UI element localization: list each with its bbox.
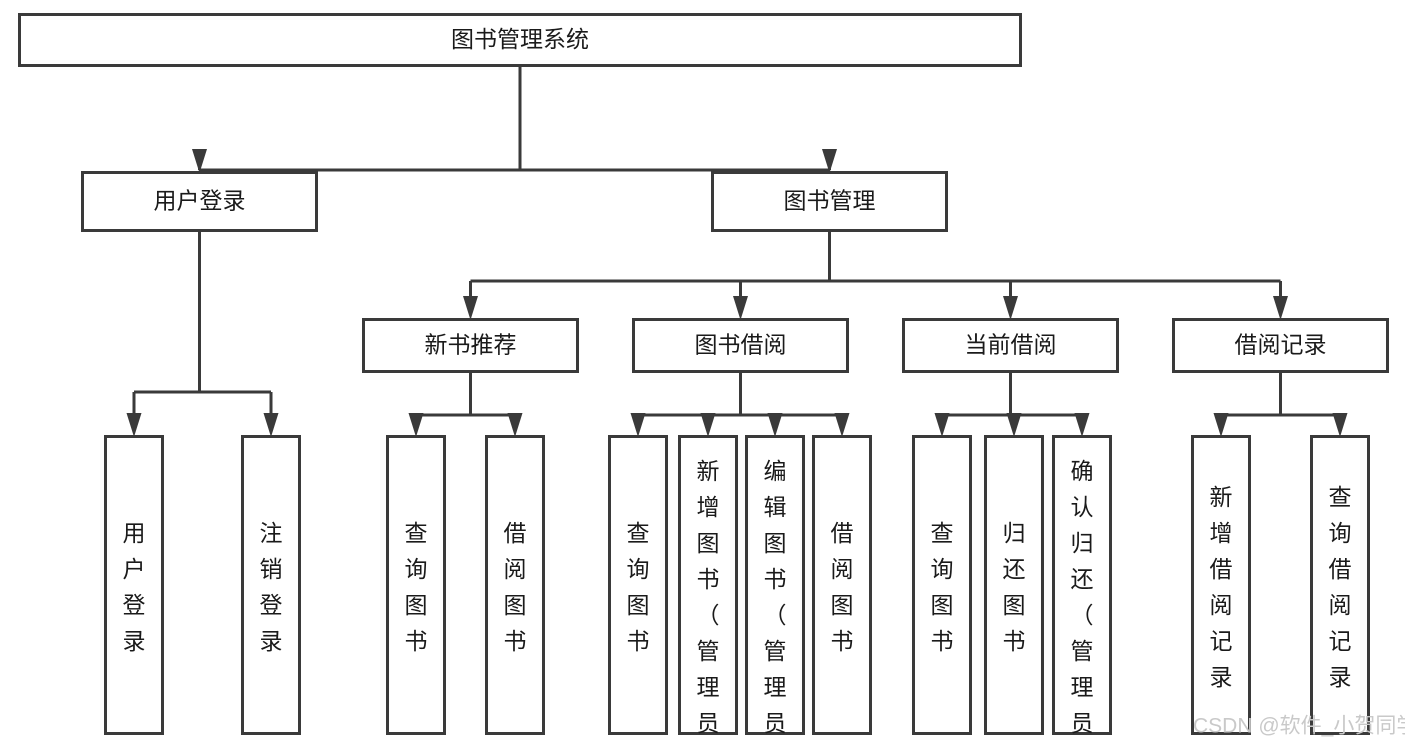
node-leaf-new-1[interactable]: 查询图书 <box>386 435 446 735</box>
node-borrow[interactable]: 图书借阅 <box>632 318 849 373</box>
node-leaf-cur-1[interactable]: 查询图书 <box>912 435 972 735</box>
node-label: 借阅图书 <box>831 520 854 654</box>
nodes-layer: 图书管理系统用户登录图书管理新书推荐图书借阅当前借阅借阅记录用户登录注销登录查询… <box>18 13 1389 747</box>
edge-group-records <box>1213 373 1348 437</box>
node-label: 当前借阅 <box>965 332 1057 358</box>
node-leaf-login-1[interactable]: 用户登录 <box>104 435 164 735</box>
node-leaf-new-2[interactable]: 借阅图书 <box>485 435 545 735</box>
node-label: 用户登录 <box>154 188 246 214</box>
node-label: 借阅记录 <box>1235 332 1327 358</box>
node-leaf-borrow-3[interactable]: 编辑图书（管理员） <box>745 435 805 747</box>
edge-group-bookmgmt <box>463 232 1288 320</box>
edge-group-login <box>126 232 279 437</box>
edge-group-newbook <box>408 373 523 437</box>
node-label: 查询图书 <box>931 520 954 654</box>
node-records[interactable]: 借阅记录 <box>1172 318 1389 373</box>
node-bookmgmt[interactable]: 图书管理 <box>711 171 948 232</box>
node-leaf-rec-1[interactable]: 新增借阅记录 <box>1191 435 1251 735</box>
node-label: 查询图书 <box>405 520 428 654</box>
node-label: 归还图书 <box>1003 520 1026 654</box>
edge-group-current <box>934 373 1090 437</box>
node-label: 查询借阅记录 <box>1329 484 1352 690</box>
node-leaf-cur-2[interactable]: 归还图书 <box>984 435 1044 735</box>
node-label: 新增借阅记录 <box>1210 484 1233 690</box>
node-label: 注销登录 <box>260 520 283 654</box>
node-leaf-borrow-4[interactable]: 借阅图书 <box>812 435 872 735</box>
node-current[interactable]: 当前借阅 <box>902 318 1119 373</box>
edge-group-borrow <box>630 373 850 437</box>
node-login[interactable]: 用户登录 <box>81 171 318 232</box>
node-newbook[interactable]: 新书推荐 <box>362 318 579 373</box>
node-label: 用户登录 <box>123 520 146 654</box>
node-label: 图书借阅 <box>695 332 787 358</box>
node-label: 查询图书 <box>627 520 650 654</box>
node-leaf-borrow-2[interactable]: 新增图书（管理员） <box>678 435 738 747</box>
edges-layer <box>126 67 1348 437</box>
node-leaf-cur-3[interactable]: 确认归还（管理员） <box>1052 435 1112 747</box>
node-root[interactable]: 图书管理系统 <box>18 13 1022 67</box>
node-leaf-rec-2[interactable]: 查询借阅记录 <box>1310 435 1370 735</box>
node-leaf-login-2[interactable]: 注销登录 <box>241 435 301 735</box>
node-label: 确认归还（管理员） <box>1071 458 1094 747</box>
node-leaf-borrow-1[interactable]: 查询图书 <box>608 435 668 735</box>
node-label: 新书推荐 <box>425 332 517 358</box>
node-label: 借阅图书 <box>504 520 527 654</box>
node-label: 图书管理 <box>784 188 876 214</box>
node-label: 图书管理系统 <box>451 26 589 52</box>
node-label: 编辑图书（管理员） <box>764 458 787 747</box>
edge-group-root <box>192 67 837 173</box>
csdn-watermark: CSDN @软件_小贺同学 <box>1193 715 1405 738</box>
watermark-layer: CSDN @软件_小贺同学 <box>1193 715 1405 738</box>
